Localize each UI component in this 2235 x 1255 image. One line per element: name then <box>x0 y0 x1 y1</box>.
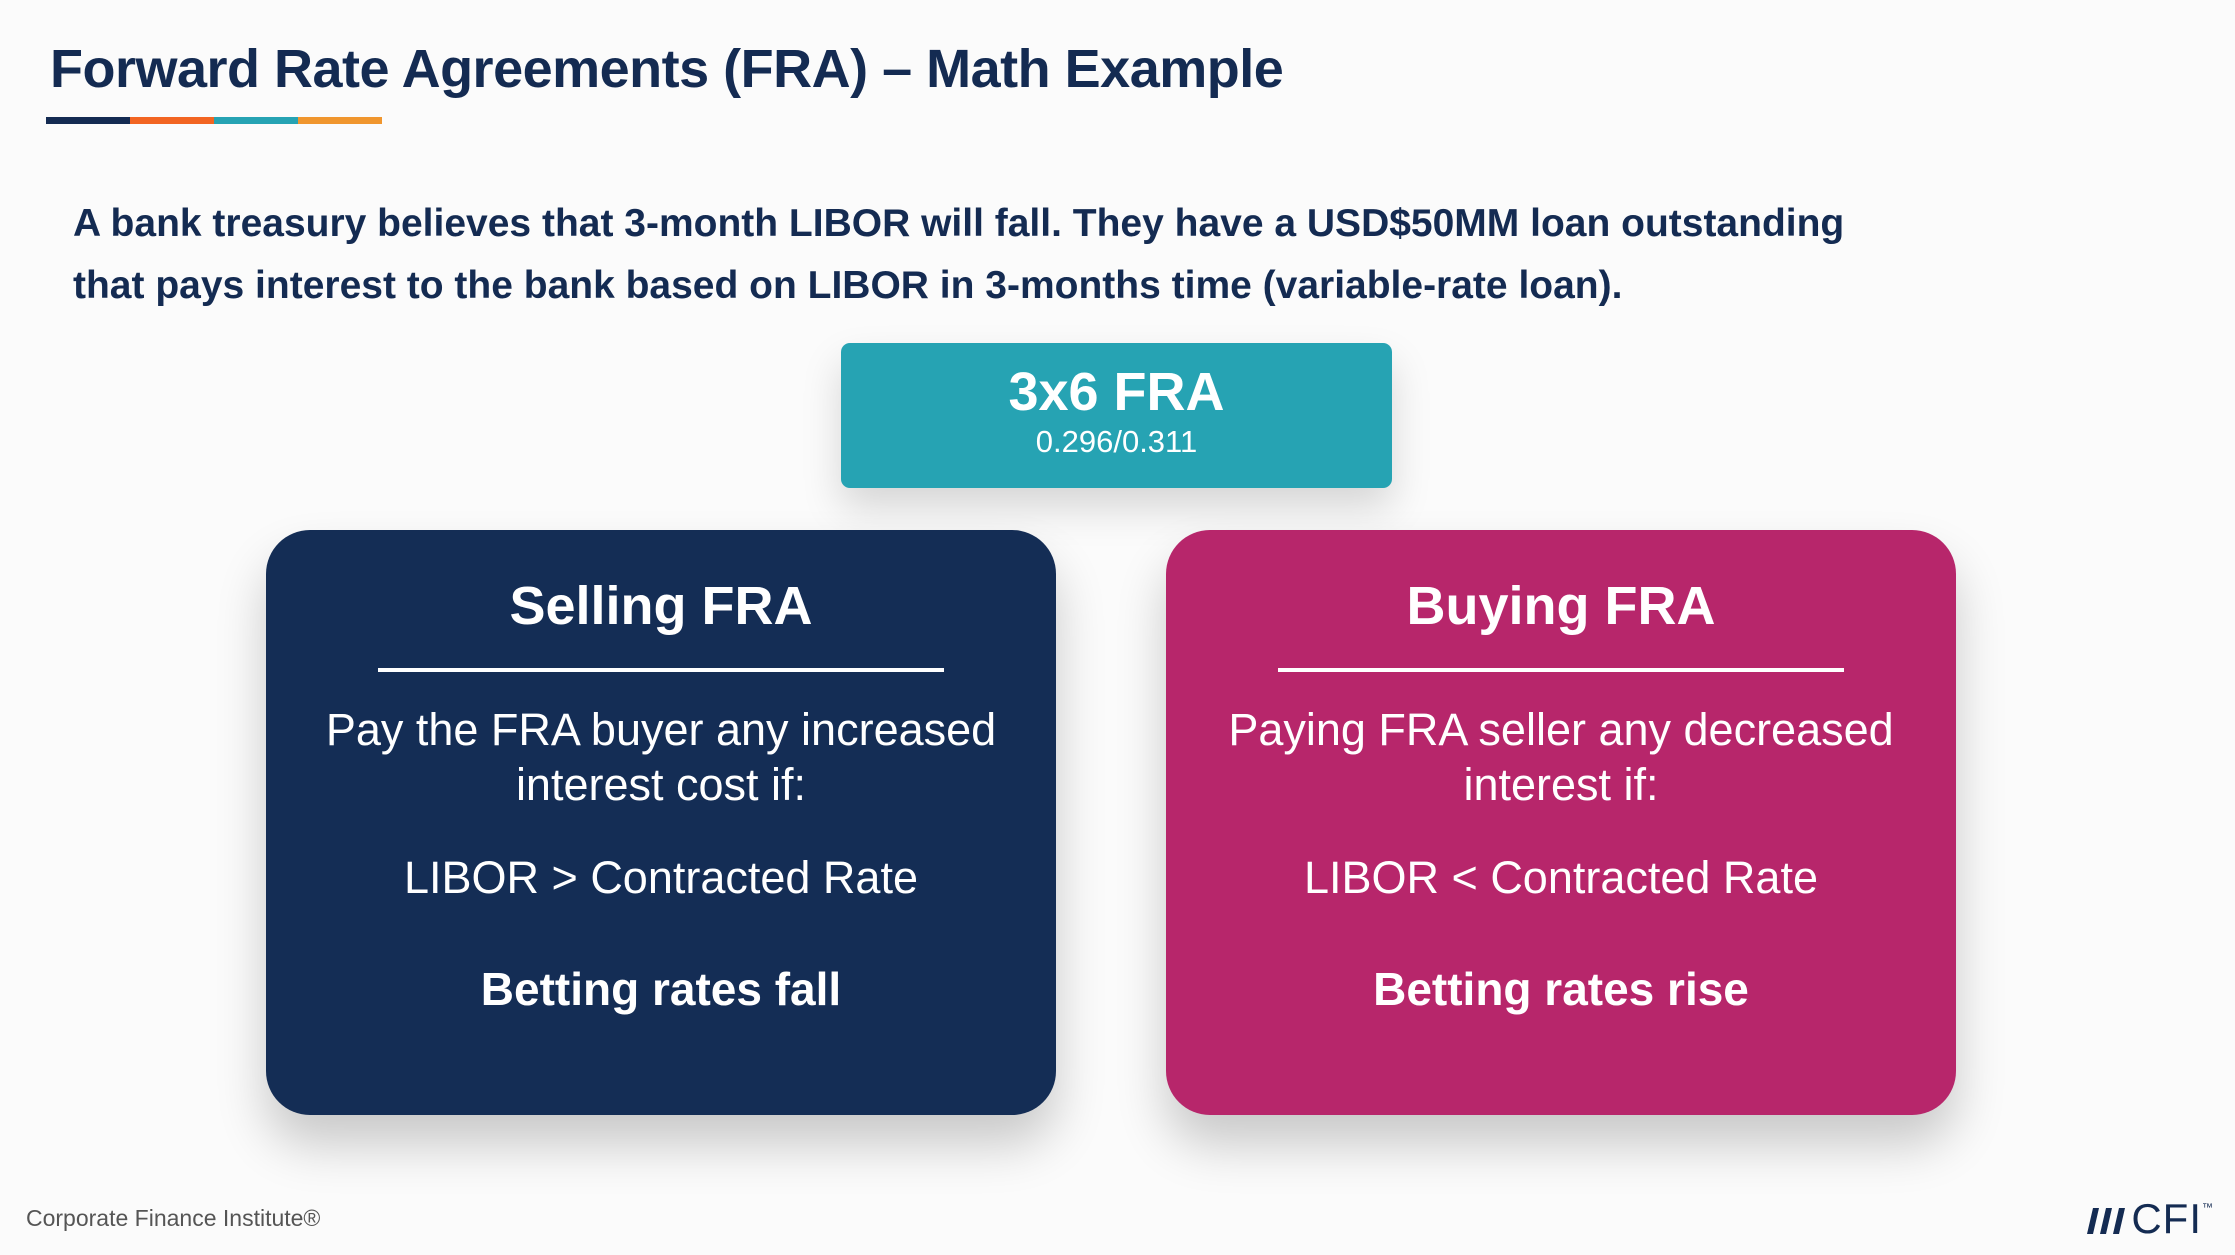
accent-segment <box>130 117 214 124</box>
fra-rates: 0.296/0.311 <box>1035 424 1198 459</box>
fra-title: 3x6 FRA <box>1008 362 1225 422</box>
intro-line: that pays interest to the bank based on … <box>73 264 1623 307</box>
divider <box>1278 668 1844 672</box>
cfi-logo: CFI ™ <box>2087 1196 2213 1242</box>
accent-segment <box>298 117 382 124</box>
logo-trademark: ™ <box>2202 1202 2213 1214</box>
accent-segment <box>214 117 298 124</box>
logo-text: CFI <box>2131 1195 2202 1242</box>
fra-box: 3x6 FRA 0.296/0.311 <box>841 343 1392 488</box>
selling-fra-card: Selling FRA Pay the FRA buyer any increa… <box>266 530 1056 1115</box>
divider <box>378 668 944 672</box>
card-condition: LIBOR > Contracted Rate <box>403 852 918 903</box>
card-condition: LIBOR < Contracted Rate <box>1303 852 1818 903</box>
description-line: interest if: <box>1463 759 1659 810</box>
buying-fra-card: Buying FRA Paying FRA seller any decreas… <box>1166 530 1956 1115</box>
description-line: Paying FRA seller any decreased <box>1228 704 1894 755</box>
intro-line: A bank treasury believes that 3-month LI… <box>73 202 1845 245</box>
card-bet: Betting rates rise <box>1373 963 1749 1015</box>
cfi-stripes-icon <box>2087 1208 2126 1234</box>
description-line: interest cost if: <box>515 759 807 810</box>
footer-company: Corporate Finance Institute® <box>26 1205 321 1231</box>
page-title: Forward Rate Agreements (FRA) – Math Exa… <box>50 39 1284 99</box>
card-title: Selling FRA <box>509 576 813 636</box>
accent-segment <box>46 117 130 124</box>
description-line: Pay the FRA buyer any increased <box>325 704 997 755</box>
card-description: Paying FRA seller any decreased interest… <box>1166 702 1956 812</box>
card-description: Pay the FRA buyer any increased interest… <box>266 702 1056 812</box>
title-accent-bar <box>46 117 382 124</box>
card-bet: Betting rates fall <box>480 963 842 1015</box>
card-title: Buying FRA <box>1406 576 1716 636</box>
intro-text: A bank treasury believes that 3-month LI… <box>73 193 1844 317</box>
